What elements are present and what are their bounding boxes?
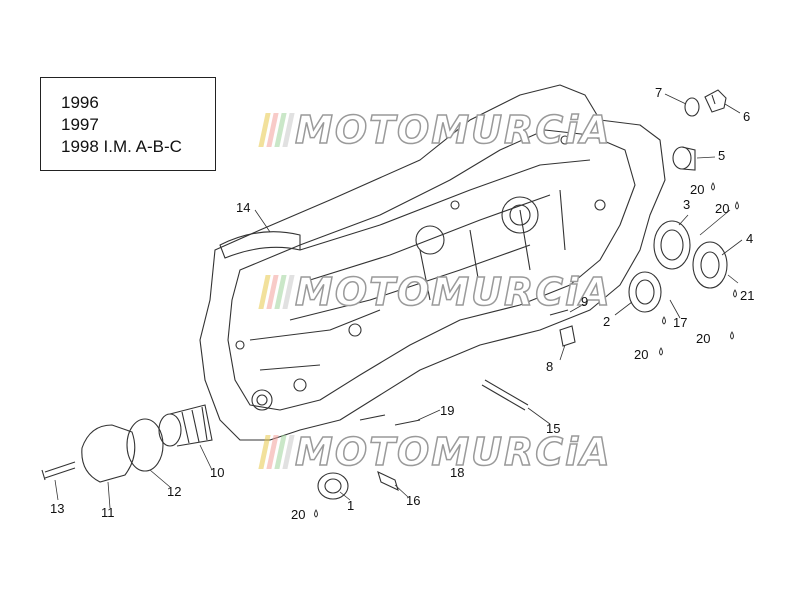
clutch-bore (415, 225, 445, 255)
callout-3: 3 (683, 197, 691, 212)
callout-20-b: 20 (715, 201, 730, 216)
part-2-bearing (628, 271, 662, 313)
part-13-screw (41, 461, 76, 481)
watermark-logo-middle: MOTOMURCiA (258, 269, 612, 315)
oil-filter-bore (251, 389, 273, 411)
part-19-studs (359, 414, 421, 426)
callout-1: 1 (347, 498, 355, 513)
callout-17: 17 (673, 315, 688, 330)
callout-4: 4 (746, 231, 754, 246)
callout-5: 5 (718, 148, 726, 163)
transmission-arm (289, 159, 591, 321)
main-bore (501, 196, 539, 234)
crankcase-inner-rim (227, 129, 636, 411)
legend-line-2: 1997 (61, 115, 99, 134)
callout-19: 19 (440, 403, 455, 418)
callout-10: 10 (210, 465, 225, 480)
callout-11: 11 (101, 505, 115, 520)
callout-18: 18 (450, 465, 465, 480)
gasket-14 (219, 231, 301, 259)
part-8-fitting (559, 325, 576, 347)
callout-2: 2 (603, 314, 611, 329)
part-11-cover (81, 424, 136, 483)
watermark-logo-bottom: MOTOMURCiA (258, 429, 612, 475)
callout-20-a: 20 (690, 182, 705, 197)
callout-16: 16 (406, 493, 421, 508)
callout-7: 7 (655, 85, 663, 100)
part-3-bearing (653, 220, 691, 270)
part-1-seal (317, 472, 349, 500)
watermark-logo-top: MOTOMURCiA (258, 107, 612, 153)
callout-15: 15 (546, 421, 561, 436)
legend-line-3: 1998 I.M. A-B-C (61, 137, 182, 156)
callout-6: 6 (743, 109, 751, 124)
watermark-text: MOTOMURCiA (294, 429, 612, 475)
part-4-seal (692, 241, 728, 289)
part-15-stud (481, 379, 529, 411)
crankcase-outline (199, 84, 666, 441)
year-legend: 1996 1997 1998 I.M. A-B-C (40, 77, 216, 171)
part-12-oring (126, 418, 164, 472)
callout-20-c: 20 (696, 331, 711, 346)
part-9-pin (549, 309, 569, 316)
legend-line-1: 1996 (61, 93, 99, 112)
part-5-bush (672, 146, 692, 170)
callout-20-d: 20 (634, 347, 649, 362)
lube-droplets (314, 182, 739, 518)
callout-20-e: 20 (291, 507, 306, 522)
callout-21: 21 (740, 288, 755, 303)
watermark-text: MOTOMURCiA (294, 269, 612, 315)
part-7-oring (684, 97, 700, 117)
part-6-plug (704, 89, 727, 113)
callout-12: 12 (167, 484, 182, 499)
callout-13: 13 (50, 501, 65, 516)
casting-ribs (249, 189, 566, 371)
callout-14: 14 (236, 200, 251, 215)
part-16-dowel (377, 470, 399, 492)
callout-8: 8 (546, 359, 554, 374)
watermark-text: MOTOMURCiA (294, 107, 612, 153)
callout-9: 9 (581, 294, 589, 309)
